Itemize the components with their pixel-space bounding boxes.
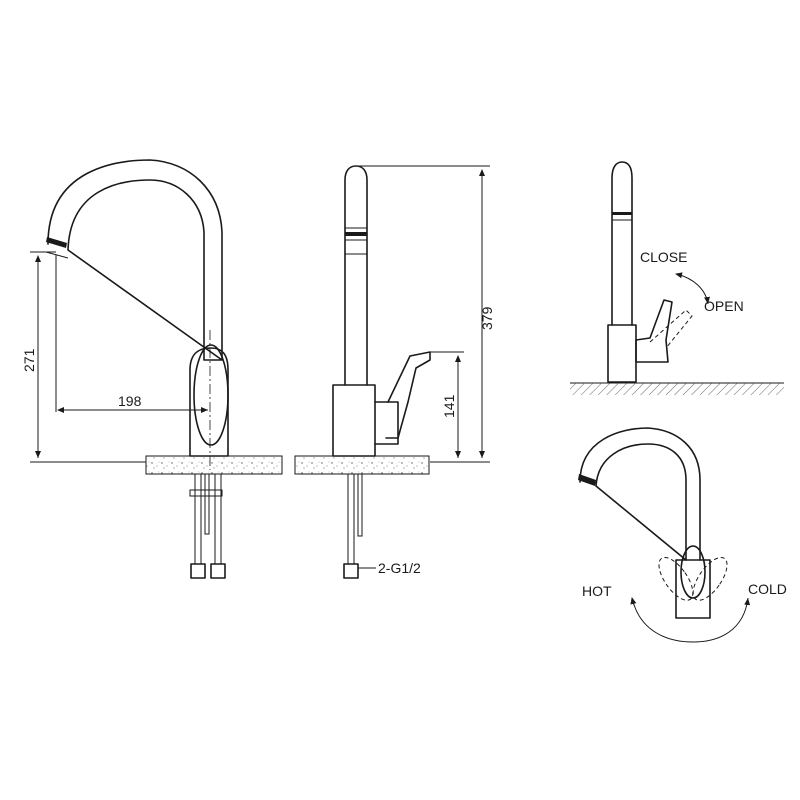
side-countertop (294, 455, 430, 475)
dim-total-height: 379 (356, 165, 495, 463)
dim-198-label: 198 (118, 393, 142, 409)
front-hose-right (214, 473, 222, 565)
open-close-diagram: CLOSE OPEN (570, 161, 784, 395)
inlet-thread-label: 2-G1/2 (378, 560, 421, 576)
side-lever (385, 351, 431, 439)
dim-spout-height: 271 (21, 251, 146, 463)
front-spout (47, 159, 223, 361)
oc-lever-closed (635, 299, 673, 363)
hc-spout (579, 427, 701, 561)
side-spout (344, 165, 368, 386)
side-view (294, 165, 431, 579)
side-hose (347, 473, 355, 565)
hc-body (675, 559, 711, 619)
front-nut-right (210, 563, 226, 579)
hot-label: HOT (582, 583, 612, 599)
oc-body (607, 324, 637, 383)
open-label: OPEN (704, 298, 744, 314)
oc-spout (611, 161, 633, 326)
front-body (189, 347, 229, 457)
side-cartridge (374, 401, 399, 445)
dim-271-label: 271 (21, 348, 37, 372)
close-label: CLOSE (640, 249, 687, 265)
inlet-thread-callout: 2-G1/2 (358, 560, 421, 576)
front-countertop (145, 455, 283, 475)
oc-ground (570, 383, 784, 395)
side-body (332, 384, 376, 457)
hc-rotation-arrow (630, 597, 751, 643)
hot-cold-diagram: HOT COLD (578, 427, 787, 643)
front-nut-left (190, 563, 206, 579)
dim-spout-reach: 198 (55, 255, 208, 413)
oc-lever-open (649, 309, 693, 349)
cold-label: COLD (748, 581, 787, 597)
dim-379-label: 379 (479, 306, 495, 330)
front-hose-left (194, 473, 202, 565)
dim-handle-height: 141 (430, 351, 464, 458)
dim-141-label: 141 (441, 394, 457, 418)
front-spout-tip (46, 237, 67, 248)
front-lever (193, 344, 229, 446)
side-nut (343, 563, 359, 579)
front-view (45, 159, 283, 579)
